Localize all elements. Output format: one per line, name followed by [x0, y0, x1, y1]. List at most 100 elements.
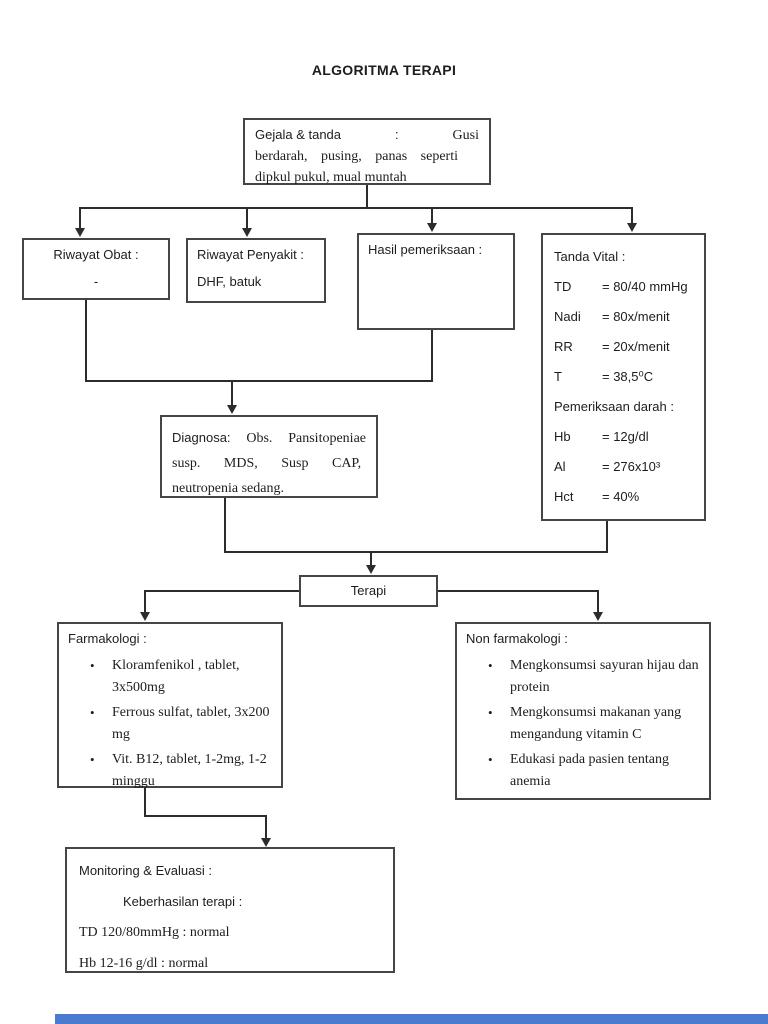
riwayat-penyakit-title: Riwayat Penyakit :	[197, 247, 304, 262]
diagnosa-word-b: Pansitopeniae	[288, 431, 366, 446]
connector-arrow-monitor-line	[265, 815, 267, 839]
connector-vital-down	[606, 521, 608, 553]
bullet-icon: •	[90, 705, 95, 720]
diagnosa-line3: neutropenia sedang.	[172, 481, 284, 496]
connector-arrow-nonfarm-line	[597, 590, 599, 613]
riwayat-obat-title: Riwayat Obat :	[53, 247, 139, 262]
non-farmakologi-item-text: Edukasi pada pasien tentang anemia	[510, 752, 670, 789]
diagnosa-word-a: Obs.	[246, 431, 273, 446]
node-farmakologi: Farmakologi : • Kloramfenikol , tablet, …	[57, 622, 283, 789]
node-monitoring-evaluasi: Monitoring & Evaluasi : Keberhasilan ter…	[65, 847, 395, 973]
farmakologi-title: Farmakologi :	[68, 631, 147, 646]
gejala-line2: berdarah, pusing, panas seperti	[255, 149, 458, 164]
node-riwayat-obat: Riwayat Obat : -	[22, 238, 170, 300]
node-hasil-pemeriksaan: Hasil pemeriksaan :	[357, 233, 515, 330]
arrowhead-farmakologi	[140, 612, 150, 621]
farmakologi-item-text: Ferrous sulfat, tablet, 3x200 mg	[112, 705, 270, 742]
hasil-pemeriksaan-title: Hasil pemeriksaan :	[368, 242, 483, 257]
node-terapi: Terapi	[299, 575, 438, 607]
connector-arrow-farm-line	[144, 590, 146, 613]
page-title: ALGORITMA TERAPI	[311, 62, 457, 78]
node-gejala-tanda: Gejala & tanda : Gusi berdarah, pusing, …	[243, 118, 491, 185]
terapi-title: Terapi	[350, 583, 387, 598]
vital-label: RR	[554, 339, 573, 354]
gejala-line3: dipkul pukul, mual muntah	[255, 170, 407, 185]
monitoring-subtitle: Keberhasilan terapi :	[123, 894, 243, 909]
connector-mid-horizontal	[85, 380, 433, 382]
blood-value: = 276x10³	[602, 459, 661, 474]
connector-arrow-hasil-line	[431, 207, 433, 224]
arrowhead-obat	[75, 228, 85, 237]
connector-arrow-terapi-line	[370, 551, 372, 566]
connector-farm-down	[144, 788, 146, 817]
connector-hasil-down	[431, 330, 433, 382]
list-item: • Mengkonsumsi makanan yang mengandung v…	[466, 702, 700, 746]
riwayat-penyakit-value: DHF, batuk	[197, 274, 262, 289]
connector-obat-down	[85, 300, 87, 382]
monitoring-title: Monitoring & Evaluasi :	[79, 863, 212, 878]
diagnosa-line2: susp. MDS, Susp CAP,	[172, 456, 362, 471]
blood-row-hct: Hct = 40%	[554, 482, 693, 512]
connector-arrow-penyakit-line	[246, 207, 248, 229]
node-diagnosa: Diagnosa: Obs. Pansitopeniae susp. MDS, …	[160, 415, 378, 498]
page-bottom-bar	[55, 1014, 768, 1024]
tanda-vital-title: Tanda Vital :	[554, 249, 626, 264]
bullet-icon: •	[488, 705, 493, 720]
arrowhead-monitoring	[261, 838, 271, 847]
farmakologi-list: • Kloramfenikol , tablet, 3x500mg • Ferr…	[68, 655, 272, 793]
blood-row-hb: Hb = 12g/dl	[554, 422, 693, 452]
vital-value: = 80/40 mmHg	[602, 279, 688, 294]
list-item: • Kloramfenikol , tablet, 3x500mg	[68, 655, 272, 699]
connector-terapi-left	[145, 590, 299, 592]
riwayat-obat-value: -	[93, 274, 99, 289]
bullet-icon: •	[90, 658, 95, 673]
blood-label: Hb	[554, 429, 571, 444]
node-tanda-vital: Tanda Vital : TD = 80/40 mmHg Nadi = 80x…	[541, 233, 706, 521]
vital-value: = 80x/menit	[602, 309, 670, 324]
list-item: • Ferrous sulfat, tablet, 3x200 mg	[68, 702, 272, 746]
vital-row-td: TD = 80/40 mmHg	[554, 272, 693, 302]
list-item: • Mengkonsumsi sayuran hijau dan protein	[466, 655, 700, 699]
list-item: • Vit. B12, tablet, 1-2mg, 1-2 minggu	[68, 749, 272, 793]
connector-monitor-horizontal	[144, 815, 267, 817]
connector-diagnosa-down	[224, 498, 226, 553]
vital-row-rr: RR = 20x/menit	[554, 332, 693, 362]
blood-value: = 40%	[602, 489, 640, 504]
connector-arrow-obat-line	[79, 207, 81, 229]
vital-value: = 20x/menit	[602, 339, 670, 354]
arrowhead-diagnosa	[227, 405, 237, 414]
vital-value: = 38,5⁰C	[602, 369, 654, 384]
monitoring-hb-line: Hb 12-16 g/dl : normal	[79, 956, 209, 971]
connector-gejala-stub	[366, 185, 368, 209]
arrowhead-penyakit	[242, 228, 252, 237]
non-farmakologi-item-text: Mengkonsumsi makanan yang mengandung vit…	[510, 705, 682, 742]
gejala-colon: :	[394, 127, 399, 142]
gejala-label: Gejala & tanda	[255, 127, 342, 142]
non-farmakologi-title: Non farmakologi :	[466, 631, 568, 646]
blood-exam-title: Pemeriksaan darah :	[554, 399, 674, 414]
diagnosa-label: Diagnosa:	[172, 430, 231, 445]
node-non-farmakologi: Non farmakologi : • Mengkonsumsi sayuran…	[455, 622, 711, 800]
arrowhead-non-farmakologi	[593, 612, 603, 621]
blood-label: Al	[554, 459, 566, 474]
monitoring-td-line: TD 120/80mmHg : normal	[79, 925, 230, 940]
vital-label: Nadi	[554, 309, 581, 324]
blood-label: Hct	[554, 489, 574, 504]
gejala-value-first: Gusi	[452, 128, 479, 143]
non-farmakologi-list: • Mengkonsumsi sayuran hijau dan protein…	[466, 655, 700, 793]
list-item: • Edukasi pada pasien tentang anemia	[466, 749, 700, 793]
connector-low-horizontal	[224, 551, 608, 553]
vital-row-t: T = 38,5⁰C	[554, 362, 693, 392]
diagnosa-line1: Diagnosa: Obs. Pansitopeniae	[172, 425, 366, 451]
vital-label: T	[554, 369, 562, 384]
farmakologi-item-text: Kloramfenikol , tablet, 3x500mg	[112, 658, 240, 695]
non-farmakologi-item-text: Mengkonsumsi sayuran hijau dan protein	[510, 658, 699, 695]
vital-row-nadi: Nadi = 80x/menit	[554, 302, 693, 332]
connector-branch-top	[79, 207, 633, 209]
bullet-icon: •	[488, 752, 493, 767]
connector-arrow-vital-line	[631, 207, 633, 224]
node-riwayat-penyakit: Riwayat Penyakit : DHF, batuk	[186, 238, 326, 303]
blood-value: = 12g/dl	[602, 429, 649, 444]
bullet-icon: •	[488, 658, 493, 673]
